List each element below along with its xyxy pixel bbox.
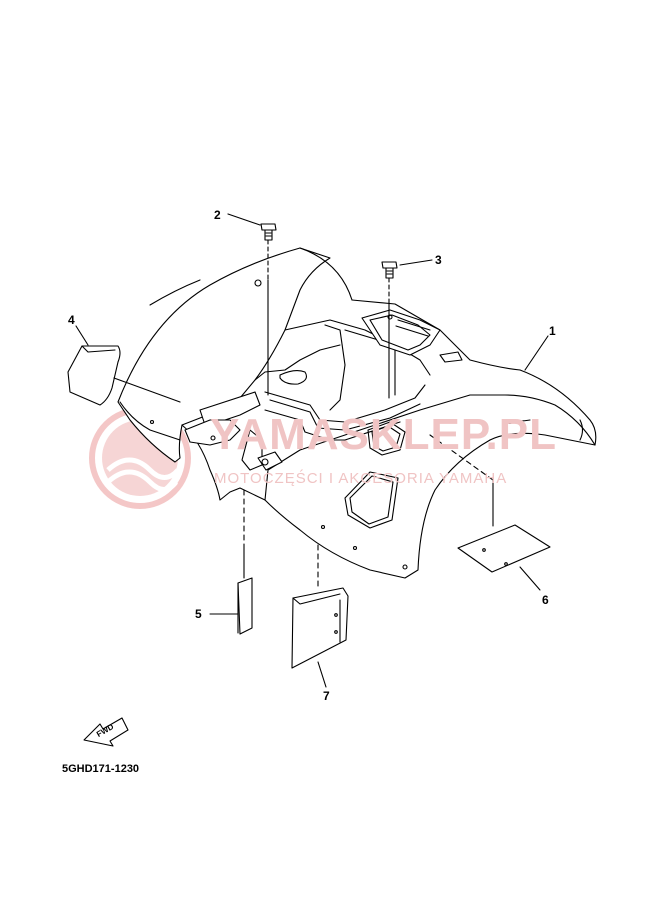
fwd-arrow-icon: [83, 717, 129, 747]
leader-6: [519, 566, 541, 591]
callout-3: 3: [435, 253, 442, 267]
bolt-3: [381, 261, 398, 399]
fender-emblem: [395, 319, 431, 337]
plate-6: [457, 524, 551, 573]
watermark-subtitle: MOTOCZĘŚCI I AKCESORIA YAMAHA: [214, 470, 508, 487]
leader-3: [399, 259, 433, 266]
watermark-title: YAMASKLEP.PL: [210, 410, 557, 459]
leader-2: [227, 213, 261, 226]
leader-1: [524, 335, 549, 371]
rear-fender: [117, 247, 597, 579]
callout-7: 7: [323, 689, 330, 703]
shield-7: [291, 587, 349, 669]
guide-6a: [429, 434, 494, 481]
flap-5: [237, 577, 253, 635]
callout-1: 1: [549, 324, 556, 338]
guide-4: [113, 377, 181, 403]
bolt-2: [260, 223, 277, 396]
leader-4: [75, 325, 89, 346]
diagram-part-code: 5GHD171-1230: [62, 763, 140, 775]
callout-6: 6: [542, 593, 549, 607]
pad-4: [67, 345, 121, 406]
callout-5: 5: [195, 607, 202, 621]
callout-4: 4: [68, 313, 75, 327]
callout-2: 2: [214, 208, 221, 222]
leader-7: [317, 661, 327, 688]
